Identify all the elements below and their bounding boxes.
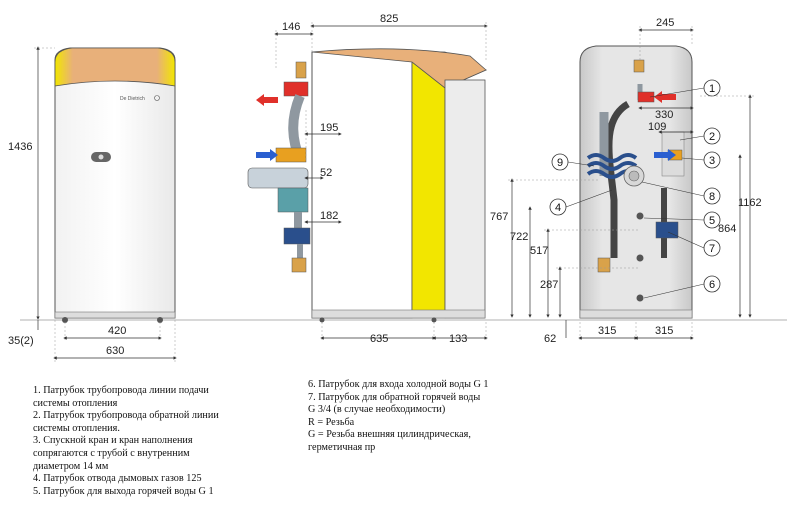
dim-635: 635: [370, 333, 388, 345]
rear-view: 1 2 3 4 5 6 7: [490, 17, 762, 345]
red-supply-arrow-icon: [256, 94, 278, 106]
legend-right: 6. Патрубок для входа холодной воды G 1 …: [308, 379, 489, 455]
legend-line: G = Резьба внешняя цилиндрическая,: [308, 429, 471, 441]
side-pipework: [247, 61, 311, 273]
dim-109: 109: [648, 121, 666, 133]
dim-195: 195: [320, 122, 338, 134]
legend-line: 4. Патрубок отвода дымовых газов 125: [33, 473, 202, 485]
dim-1162: 1162: [738, 197, 762, 209]
dim-315-left: 315: [598, 325, 616, 337]
callout-7: 7: [667, 231, 721, 257]
dim-315-right: 315: [655, 325, 673, 337]
svg-text:6: 6: [709, 279, 715, 291]
front-bottom-plinth: [54, 311, 176, 319]
legend-line: диаметром 14 мм: [33, 460, 109, 472]
legend-line: 6. Патрубок для входа холодной воды G 1: [308, 379, 489, 390]
callout-6: 6: [643, 275, 721, 299]
front-body: [54, 47, 176, 319]
dim-133: 133: [449, 333, 467, 345]
side-view: 825 146 195 52 182 635 133: [247, 13, 488, 345]
dim-245: 245: [656, 17, 674, 29]
callout-5: 5: [643, 211, 721, 229]
svg-text:5: 5: [709, 215, 715, 227]
legend-line: 3. Спускной кран и кран наполнения: [33, 435, 193, 447]
dim-1436: 1436: [8, 141, 32, 153]
brand-logo-icon: [154, 95, 160, 101]
side-top-cap: [311, 48, 487, 89]
legend-line: R = Резьба: [308, 416, 355, 428]
svg-text:2: 2: [709, 131, 715, 143]
rear-blue-arrow-icon: [654, 149, 676, 161]
foot-left: [62, 317, 68, 323]
svg-text:3: 3: [709, 155, 715, 167]
dim-35-2: 35(2): [8, 335, 34, 347]
legend-line: 5. Патрубок для выхода горячей воды G 1: [33, 485, 214, 497]
svg-text:9: 9: [557, 157, 563, 169]
dim-864: 864: [718, 223, 736, 235]
front-view: De Dietrich 1436 35(2) 420 630: [8, 46, 177, 362]
dim-330: 330: [655, 109, 673, 121]
dim-52: 52: [320, 167, 332, 179]
dim-146: 146: [282, 21, 300, 33]
blue-return-arrow-icon: [256, 149, 278, 161]
dim-517: 517: [530, 245, 548, 257]
legend-line: 2. Патрубок трубопровода обратной линии: [33, 410, 219, 422]
callout-9: 9: [551, 153, 595, 171]
legend-line: 7. Патрубок для обратной горячей воды: [308, 391, 481, 403]
legend-line: герметичная пр: [308, 441, 376, 453]
legend-line: системы отопления.: [33, 422, 120, 434]
dim-630: 630: [106, 345, 124, 357]
legend-line: системы отопления: [33, 397, 118, 409]
dim-722: 722: [510, 231, 528, 243]
foot-right: [157, 317, 163, 323]
svg-text:8: 8: [709, 191, 715, 203]
rear-plinth: [579, 309, 693, 319]
dim-420: 420: [108, 325, 126, 337]
brand-logo: De Dietrich: [120, 96, 145, 102]
side-rear-face: [444, 79, 486, 319]
svg-text:1: 1: [709, 83, 715, 95]
dim-825: 825: [380, 13, 398, 25]
dim-287: 287: [540, 279, 558, 291]
rear-red-arrow-icon: [654, 91, 676, 103]
dim-767: 767: [490, 211, 508, 223]
control-knob: [98, 154, 104, 160]
callout-2: 2: [679, 127, 721, 145]
legend-line: сопрягаются с трубой с внутренним: [33, 447, 190, 459]
side-plinth: [311, 309, 486, 319]
callout-8: 8: [641, 181, 721, 205]
callout-3: 3: [681, 151, 721, 169]
boiler-dimension-diagram: De Dietrich 1436 35(2) 420 630: [8, 13, 787, 362]
dim-62: 62: [544, 333, 556, 345]
svg-text:7: 7: [709, 243, 715, 255]
legend-line: G 3/4 (в случае необходимости): [308, 404, 446, 416]
svg-text:4: 4: [555, 202, 561, 214]
legend-left: 1. Патрубок трубопровода линии подачи си…: [33, 385, 219, 498]
legend-line: 1. Патрубок трубопровода линии подачи: [33, 385, 209, 396]
side-body: [311, 51, 413, 319]
dim-182: 182: [320, 210, 338, 222]
front-top-cap: [54, 47, 176, 87]
callout-4: 4: [549, 189, 613, 216]
